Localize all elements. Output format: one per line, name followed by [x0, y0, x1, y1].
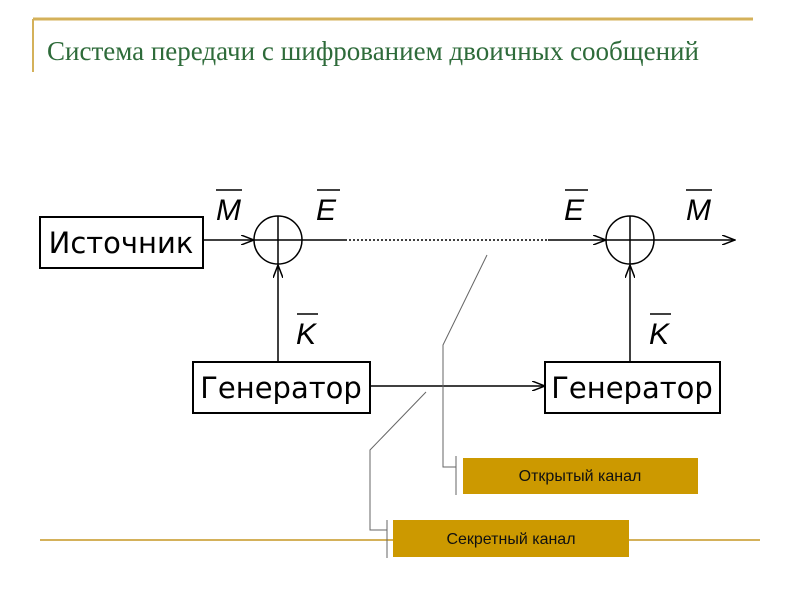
symbol-m-right: M — [686, 194, 711, 227]
generator-right-label: Генератор — [551, 371, 713, 405]
source-label: Источник — [49, 226, 194, 260]
symbol-k-left: K — [296, 318, 318, 351]
xor-left — [253, 215, 303, 265]
open-channel-label: Открытый канал — [519, 468, 642, 485]
generator-left-block: Генератор — [192, 361, 371, 414]
symbol-k-right: K — [649, 318, 671, 351]
source-block: Источник — [39, 216, 204, 269]
xor-right — [605, 215, 655, 265]
open-channel-callout: Открытый канал — [442, 254, 698, 495]
symbol-labels: M E E M K K — [216, 189, 712, 351]
secret-channel-label: Секретный канал — [446, 531, 575, 548]
generator-right-block: Генератор — [544, 361, 721, 414]
symbol-e-left: E — [316, 194, 337, 227]
symbol-m-left: M — [216, 194, 241, 227]
slide-title: Система передачи с шифрованием двоичных … — [47, 36, 699, 66]
generator-left-label: Генератор — [200, 371, 362, 405]
secret-channel-callout: Секретный канал — [369, 391, 629, 558]
symbol-e-right: E — [564, 194, 585, 227]
